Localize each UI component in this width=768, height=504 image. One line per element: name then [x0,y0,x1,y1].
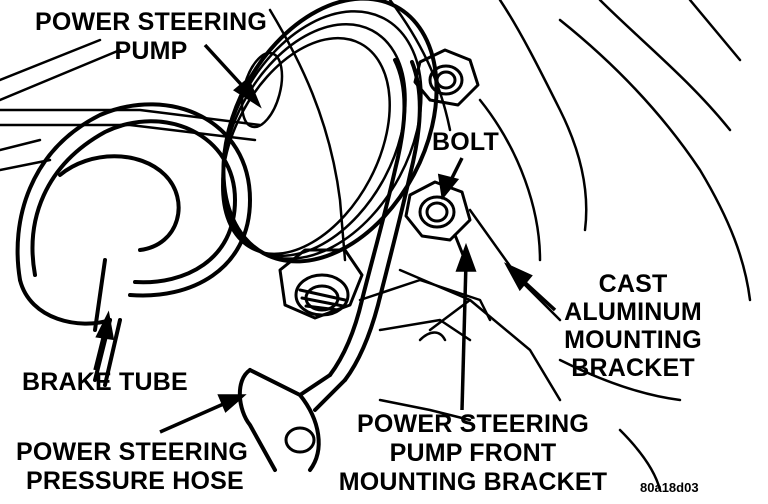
lower-nut [278,248,364,320]
arrow-front-bracket [455,242,477,411]
label-front-bracket-line3: MOUNTING BRACKET [338,468,608,496]
label-cast-line3: MOUNTING [564,326,702,354]
label-front-bracket-line2: PUMP FRONT [389,439,557,467]
label-brake-tube: BRAKE TUBE [22,368,188,396]
brake-tube-coil [15,102,252,387]
figure-code: 80a18d03 [640,480,699,495]
label-cast-line2: ALUMINUM [564,298,702,326]
label-front-bracket-line1: POWER STEERING [357,410,589,438]
front-bracket-plate [358,278,492,342]
label-pressure-hose-line1: POWER STEERING [16,438,248,466]
arrow-brake-tube [93,310,115,371]
label-bolt: BOLT [432,128,499,156]
label-power-steering-pump: POWER STEERING PUMP [24,10,278,64]
label-cast-line1: CAST [598,270,668,298]
label-pressure-hose: POWER STEERING PRESSURE HOSE [16,440,248,494]
label-pressure-hose-line2: PRESSURE HOSE [26,467,244,495]
engine-housing [268,0,752,492]
label-cast-aluminum-bracket: CAST ALUMINUM MOUNTING BRACKET [548,272,718,381]
upper-bolt [413,48,480,107]
label-power-steering-pump-line1: POWER STEERING [35,8,267,36]
label-power-steering-pump-line2: PUMP [114,37,188,65]
leader-arrows [93,43,557,434]
arrow-bolt [437,157,464,201]
arrow-pump [203,43,262,109]
label-cast-line4: BRACKET [571,354,695,382]
label-front-bracket: POWER STEERING PUMP FRONT MOUNTING BRACK… [328,412,618,495]
arrow-pressure-hose [159,394,247,434]
arrow-cast-bracket [503,262,557,312]
front-bolt [404,180,472,262]
